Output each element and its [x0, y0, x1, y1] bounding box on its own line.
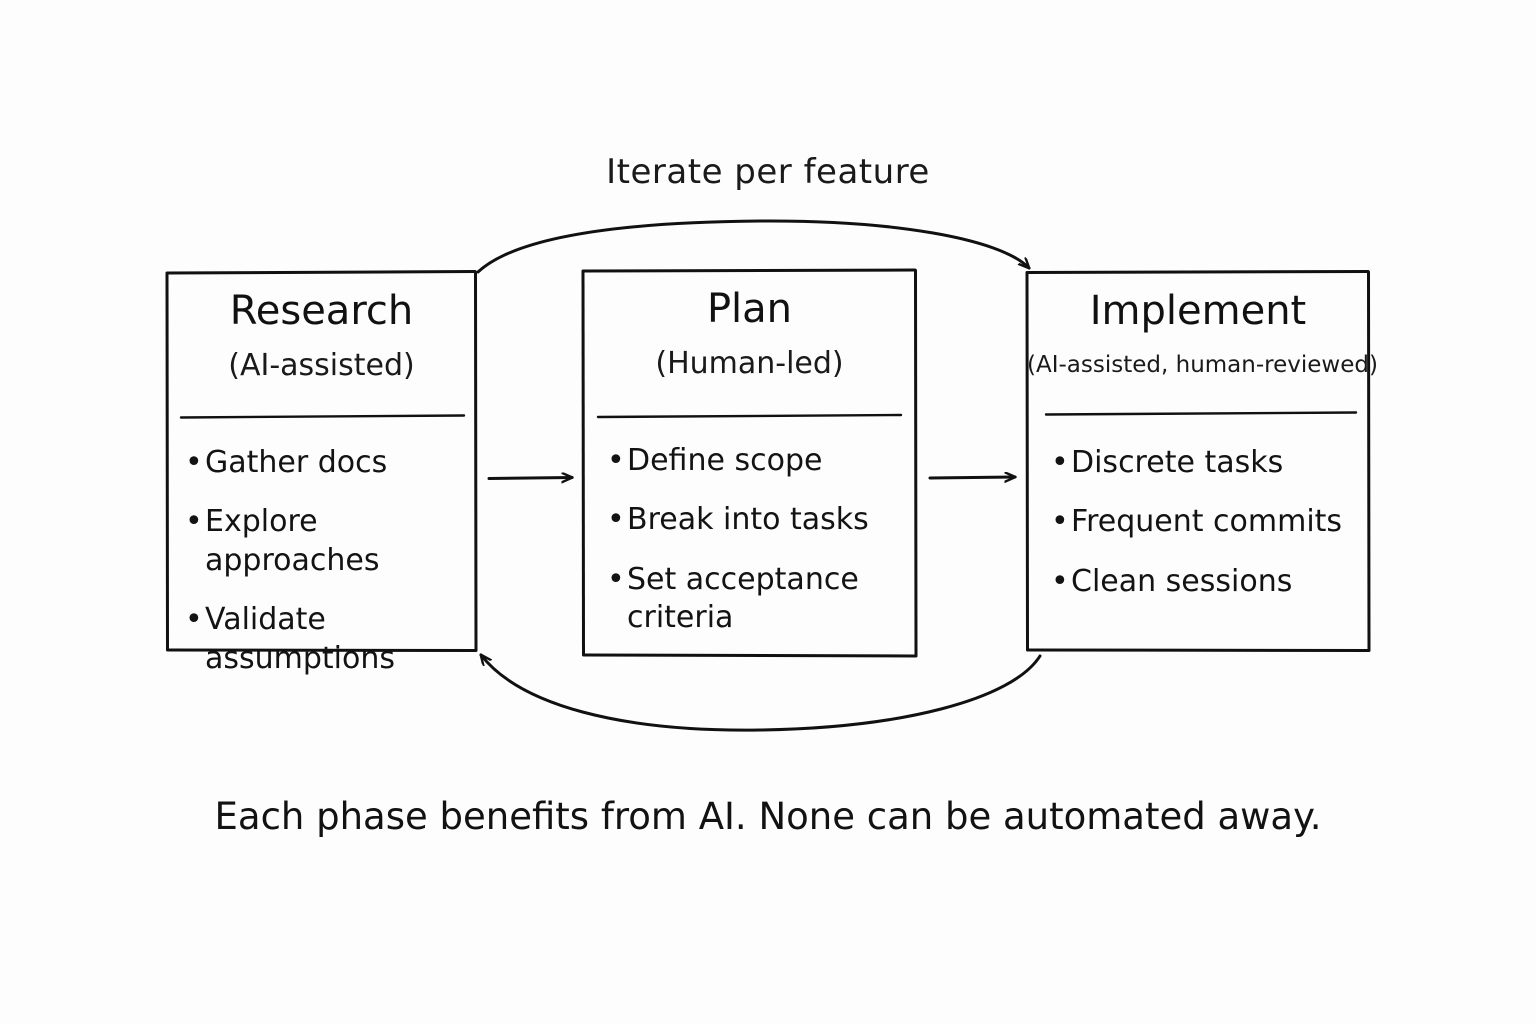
bullet-text: Discrete tasks [1071, 445, 1284, 480]
phase-box-plan: Plan (Human-led) • Define scope • Break … [583, 270, 916, 656]
phase-box-implement: Implement (AI-assisted, human-reviewed) … [1027, 272, 1378, 650]
list-item: • Clean sessions [1051, 563, 1359, 601]
arrow-loop-top [476, 219, 1029, 274]
bullet-text: Validate assumptions [205, 602, 396, 676]
phase-subtitle-implement: (AI-assisted, human-reviewed) [1027, 352, 1378, 378]
list-item: • Frequent commits [1051, 503, 1359, 541]
phase-title-plan: Plan [706, 286, 793, 332]
phase-title-implement: Implement [1089, 288, 1307, 334]
bullet-text: Gather docs [205, 445, 388, 480]
bullet-text: Define scope [627, 443, 823, 478]
list-item: • Set acceptance criteria [607, 561, 902, 638]
bullet-dot-icon: • [1051, 445, 1069, 480]
phase-subtitle-research: (AI-assisted) [228, 348, 415, 383]
diagram-caption: Each phase benefits from AI. None can be… [214, 795, 1322, 838]
bullet-dot-icon: • [185, 504, 203, 540]
bullet-list-research: • Gather docs • Explore approaches • Val… [185, 444, 468, 699]
list-item: • Explore approaches [185, 503, 468, 580]
bullet-text: Clean sessions [1071, 563, 1293, 599]
bullet-dot-icon: • [607, 443, 625, 478]
phase-title-research: Research [229, 288, 414, 334]
bullet-list-implement: • Discrete tasks • Frequent commits • Cl… [1051, 444, 1359, 622]
bullet-dot-icon: • [1051, 504, 1069, 540]
bullet-dot-icon: • [607, 502, 625, 538]
bullet-dot-icon: • [185, 602, 203, 638]
bullet-dot-icon: • [185, 445, 203, 480]
bullet-text: Explore approaches [205, 504, 380, 578]
bullet-dot-icon: • [607, 561, 625, 597]
bullet-dot-icon: • [1051, 563, 1069, 599]
bullet-text: Frequent commits [1071, 504, 1343, 540]
phase-box-research: Research (AI-assisted) • Gather docs • E… [167, 272, 476, 676]
list-item: • Define scope [607, 442, 902, 480]
phase-subtitle-plan: (Human-led) [655, 346, 844, 381]
list-item: • Discrete tasks [1051, 444, 1359, 482]
bullet-list-plan: • Define scope • Break into tasks • Set … [607, 442, 902, 659]
list-item: • Validate assumptions [185, 601, 468, 678]
arrow-research-to-plan [487, 478, 572, 479]
arrow-loop-bottom [481, 655, 1042, 732]
loop-label: Iterate per feature [606, 152, 930, 192]
arrow-plan-to-implement [928, 477, 1015, 478]
bullet-text: Set acceptance criteria [627, 561, 859, 636]
list-item: • Break into tasks [607, 501, 902, 539]
bullet-text: Break into tasks [627, 502, 869, 538]
list-item: • Gather docs [185, 444, 468, 482]
